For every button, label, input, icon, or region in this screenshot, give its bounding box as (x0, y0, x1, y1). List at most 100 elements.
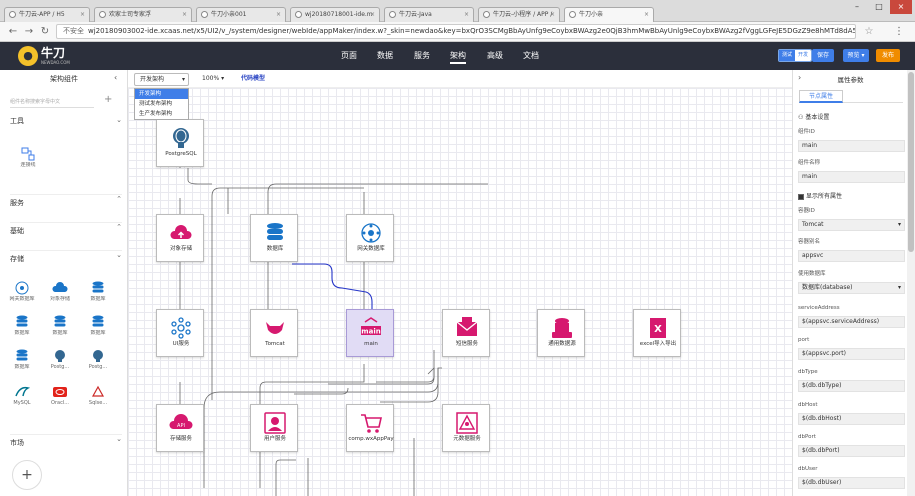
option-prod-architecture[interactable]: 生产发布架构 (139, 111, 173, 117)
tool-connector[interactable]: 连接线 (14, 146, 42, 176)
option-test-architecture[interactable]: 测试发布架构 (139, 101, 173, 107)
storage-item[interactable]: 网关数据库 (8, 280, 36, 310)
node-gateway-database[interactable]: 网关数据库 (346, 214, 394, 262)
node-generic-datasource[interactable]: 通用数据源 (537, 309, 585, 357)
add-component-button[interactable]: + (12, 460, 42, 490)
nav-data[interactable]: 数据 (377, 51, 393, 60)
close-icon[interactable]: × (369, 11, 375, 18)
node-ui-service[interactable]: UI服务 (156, 309, 204, 357)
field-label: 使用数据库 (798, 271, 826, 277)
env-test[interactable]: 测试 (779, 50, 795, 61)
window-close-icon[interactable]: × (890, 0, 912, 14)
scrollbar-thumb[interactable] (908, 72, 914, 252)
preview-button[interactable]: 预览 ▾ (843, 49, 869, 62)
nav-page[interactable]: 页面 (341, 51, 357, 60)
close-icon[interactable]: × (79, 11, 85, 18)
section-storage[interactable]: 存储⌄ (10, 250, 122, 264)
browser-tab[interactable]: 牛刀小亲001× (196, 7, 286, 22)
storage-item[interactable]: Oracl... (46, 384, 74, 414)
nav-architecture[interactable]: 架构 (450, 50, 466, 64)
browser-tab[interactable]: 牛刀云-小程序 / APP /× (478, 7, 560, 22)
expand-icon[interactable]: › (798, 73, 802, 82)
storage-item[interactable]: Sqlse... (84, 384, 112, 414)
close-icon[interactable]: × (549, 11, 555, 18)
section-base[interactable]: 基础⌃ (10, 222, 122, 236)
node-user-service[interactable]: 用户服务 (250, 404, 298, 452)
add-icon[interactable]: + (104, 94, 113, 105)
component-name-input[interactable]: main (798, 171, 905, 183)
architecture-canvas[interactable]: PostgreSQL 对象存储 数据库 网关数据库 UI服务 Tomcat ma… (128, 88, 792, 496)
browser-tab[interactable]: 欢家士司专家浮× (94, 7, 192, 22)
nav-docs[interactable]: 文档 (523, 51, 539, 60)
storage-item[interactable]: Postg... (46, 348, 74, 378)
component-search-input[interactable]: 组件名称搜索字母中文 (10, 96, 94, 108)
storage-item[interactable]: 数据库 (84, 280, 112, 310)
db-port-input[interactable]: $(db.dbPort) (798, 445, 905, 457)
browser-tab[interactable]: wj20180718001-ide.m× (290, 7, 380, 22)
save-button[interactable]: 保存 (812, 49, 834, 62)
storage-item[interactable]: 数据库 (8, 348, 36, 378)
node-storage-service[interactable]: API 存储服务 (156, 404, 204, 452)
component-id-input[interactable]: main (798, 140, 905, 152)
section-label: 工具 (10, 117, 24, 125)
browser-tab-active[interactable]: 牛刀小亲× (564, 7, 654, 22)
env-dev[interactable]: 开发 (795, 50, 811, 61)
storage-item[interactable]: Postg... (84, 348, 112, 378)
tab-node-properties[interactable]: 节点属性 (799, 90, 843, 103)
node-wxapp-pay[interactable]: comp.wxAppPay (346, 404, 394, 452)
db-user-input[interactable]: $(db.dbUser) (798, 477, 905, 489)
browser-tab[interactable]: 牛刀云-Java× (384, 7, 474, 22)
storage-item[interactable]: 对象存储 (46, 280, 74, 310)
storage-item[interactable]: MySQL (8, 384, 36, 414)
maximize-icon[interactable]: □ (875, 2, 883, 11)
section-service[interactable]: 服务⌃ (10, 194, 122, 208)
forward-icon[interactable]: → (24, 26, 34, 37)
reload-icon[interactable]: ↻ (40, 26, 50, 37)
node-postgresql[interactable]: PostgreSQL (156, 119, 204, 167)
collapse-icon[interactable]: ‹ (114, 73, 118, 82)
node-database[interactable]: 数据库 (250, 214, 298, 262)
publish-button[interactable]: 发布 (876, 49, 900, 62)
container-alias-input[interactable]: appsvc (798, 250, 905, 262)
node-sms-service[interactable]: 短信服务 (442, 309, 490, 357)
node-excel-import-export[interactable]: X excel导入导出 (633, 309, 681, 357)
storage-item[interactable]: 数据库 (8, 314, 36, 344)
cloud-upload-icon (170, 225, 192, 239)
container-id-select[interactable]: Tomcat▾ (798, 219, 905, 231)
architecture-select[interactable]: 开发架构▾ (134, 73, 189, 86)
scrollbar[interactable] (907, 70, 915, 496)
use-database-select[interactable]: 数据库(database)▾ (798, 282, 905, 294)
nav-advanced[interactable]: 高级 (487, 51, 503, 60)
minimize-icon[interactable]: – (855, 2, 859, 11)
node-tomcat[interactable]: Tomcat (250, 309, 298, 357)
option-dev-architecture[interactable]: 开发架构 (135, 89, 188, 99)
postgresql-icon (55, 350, 65, 362)
code-mode-link[interactable]: 代码模型 (241, 75, 266, 82)
db-host-input[interactable]: $(db.dbHost) (798, 413, 905, 425)
close-icon[interactable]: × (181, 11, 187, 18)
section-market[interactable]: 市场⌄ (10, 434, 122, 448)
service-address-input[interactable]: $(appsvc.serviceAddress) (798, 316, 905, 328)
show-all-checkbox[interactable]: 显示所有属性 (798, 191, 842, 200)
port-input[interactable]: $(appsvc.port) (798, 348, 905, 360)
section-tools[interactable]: 工具⌄ (10, 116, 122, 126)
browser-menu-icon[interactable]: ⋮ (894, 26, 904, 37)
node-metadata-service[interactable]: 元数据服务 (442, 404, 490, 452)
db-type-input[interactable]: $(db.dbType) (798, 380, 905, 392)
close-icon[interactable]: × (275, 11, 281, 18)
nav-service[interactable]: 服务 (414, 51, 430, 60)
star-icon[interactable]: ☆ (864, 26, 874, 37)
close-icon[interactable]: × (643, 11, 649, 18)
browser-tab[interactable]: 牛刀云-APP / H5× (4, 7, 90, 22)
close-icon[interactable]: × (463, 11, 469, 18)
storage-item[interactable]: 数据库 (84, 314, 112, 344)
item-label: 数据库 (90, 296, 106, 302)
node-label: 元数据服务 (453, 436, 481, 442)
zoom-select[interactable]: 100% ▾ (202, 73, 224, 85)
node-main[interactable]: main main (346, 309, 394, 357)
env-toggle[interactable]: 测试开发 (778, 49, 812, 62)
node-object-storage[interactable]: 对象存储 (156, 214, 204, 262)
storage-item[interactable]: 数据库 (46, 314, 74, 344)
back-icon[interactable]: ← (8, 26, 18, 37)
